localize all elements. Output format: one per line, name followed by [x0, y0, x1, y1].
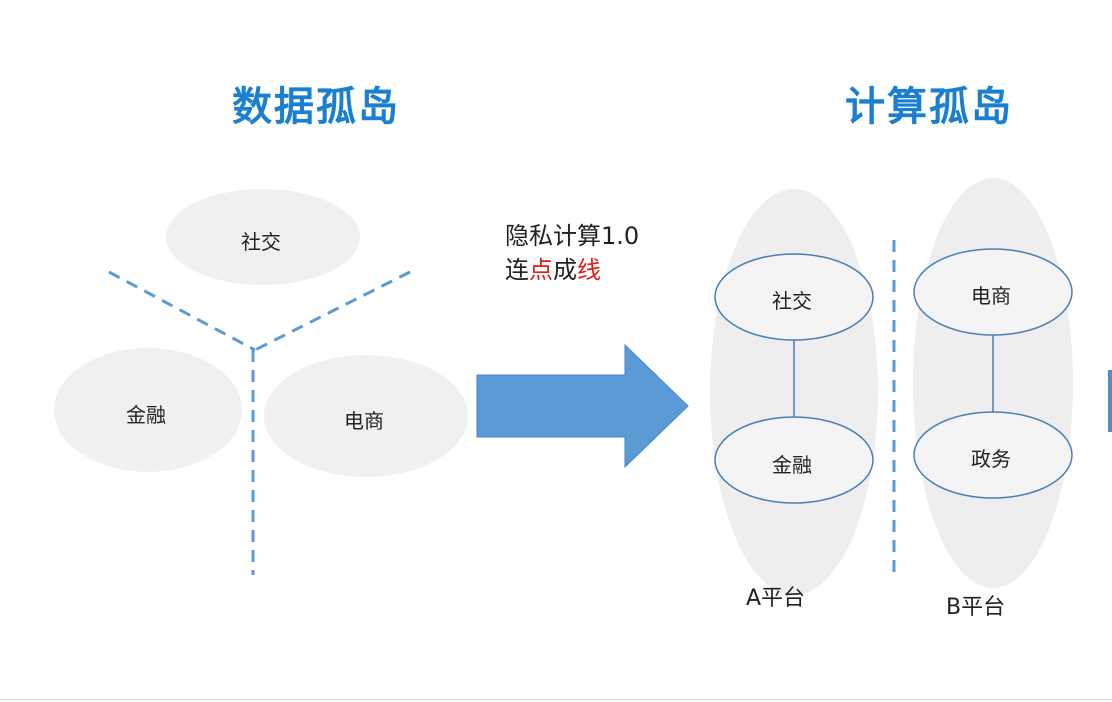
platform-b-bottom-node — [913, 411, 1073, 499]
social-bubble — [166, 189, 360, 285]
bottom-border — [0, 699, 1112, 700]
caption-word-xian: 线 — [577, 256, 601, 284]
side-marker — [1108, 370, 1112, 432]
left-dividers — [108, 270, 411, 575]
ecommerce-label: 电商 — [344, 409, 384, 433]
platform-a-label: A平台 — [746, 586, 806, 611]
platform-a-bottom-node — [714, 416, 874, 504]
big-arrow — [476, 343, 689, 469]
caption-word-dian: 点 — [529, 256, 553, 284]
platform-b-top-node — [913, 248, 1073, 336]
finance-bubble — [54, 348, 242, 472]
platform-b-label: B平台 — [946, 595, 1006, 620]
platform-a-top-label: 社交 — [772, 289, 812, 313]
platform-b-bottom-label: 政务 — [971, 447, 1011, 471]
caption-word-cheng: 成 — [553, 256, 577, 284]
finance-label: 金融 — [126, 403, 166, 427]
caption-word-lian: 连 — [505, 256, 529, 284]
platform-b-top-label: 电商 — [971, 284, 1011, 308]
caption-line-1: 隐私计算1.0 — [505, 222, 640, 250]
social-label: 社交 — [241, 230, 281, 254]
left-title: 数据孤岛 — [232, 84, 400, 130]
caption-line-2: 连点成线 — [505, 253, 601, 287]
platform-a-top-node — [714, 253, 874, 341]
right-title: 计算孤岛 — [845, 84, 1013, 130]
ecommerce-bubble — [264, 355, 468, 477]
platform-a-bottom-label: 金融 — [772, 453, 812, 477]
